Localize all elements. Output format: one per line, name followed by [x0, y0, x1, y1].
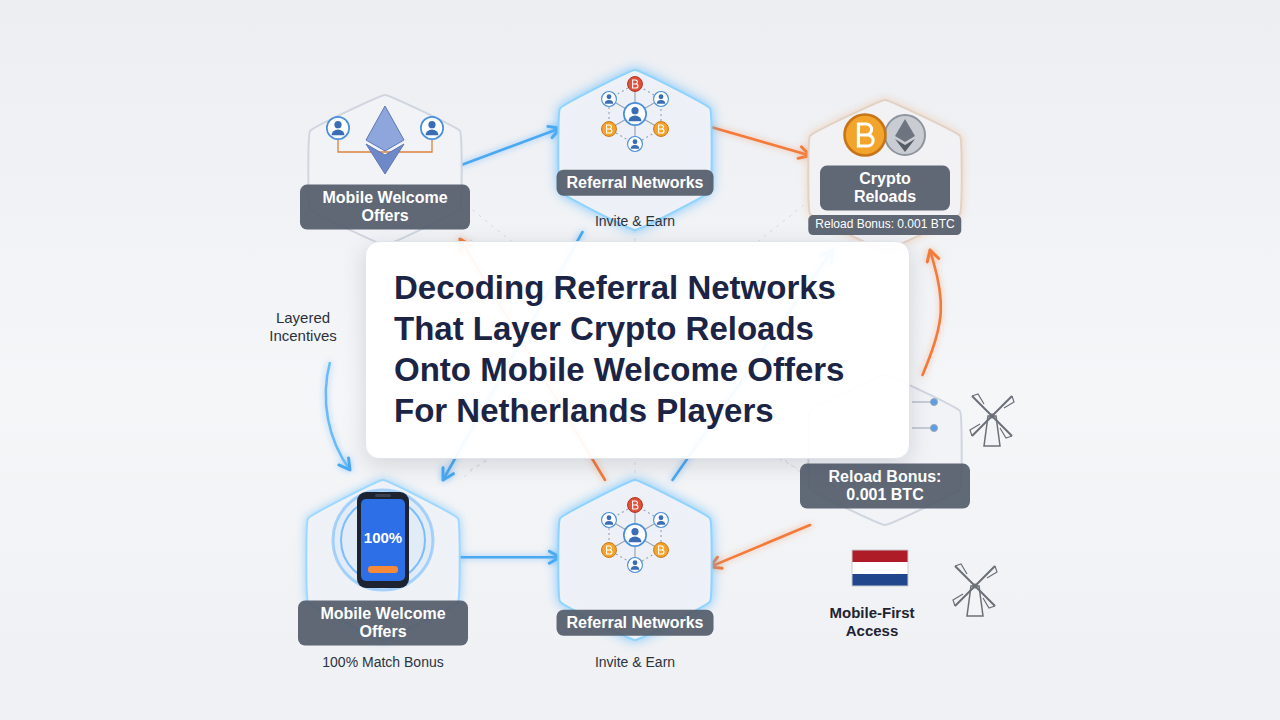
flow-arrow: [923, 250, 941, 375]
decor-use: [421, 117, 443, 139]
side-note: Layered Incentives: [248, 309, 358, 345]
node-heading: Crypto Reloads: [820, 166, 950, 211]
node-subtitle: 100% Match Bonus: [322, 654, 443, 670]
decor-polygon: [895, 119, 915, 142]
title-panel: Decoding Referral Networks That Layer Cr…: [365, 241, 910, 459]
node-heading: Reload Bonus: 0.001 BTC: [800, 464, 970, 509]
hexagon-node: Crypto ReloadsReload Bonus: 0.001 BTC: [810, 100, 960, 250]
leader-arrow: [326, 362, 350, 470]
windmill-icon: [953, 564, 997, 616]
decor-polygon: [366, 144, 404, 174]
decor-rect: [357, 492, 409, 588]
decor-polygon: [366, 106, 404, 151]
caption-note: Mobile-First Access: [812, 604, 932, 640]
screen-text: 100%: [364, 529, 402, 547]
hexagon-outline: [558, 70, 711, 230]
netherlands-flag: [852, 550, 908, 586]
decor-line: [912, 402, 932, 403]
node-heading: Mobile Welcome Offers: [298, 601, 468, 646]
network-icon: [602, 77, 669, 152]
coin-icons: [845, 115, 925, 156]
decor-circle: [931, 399, 938, 406]
network-icon: [602, 498, 669, 573]
decor-use: [845, 115, 886, 156]
node-subtitle: Invite & Earn: [595, 213, 675, 229]
decor-rect: [852, 574, 908, 586]
decor-rect: [852, 562, 908, 574]
node-heading: Referral Networks: [557, 170, 714, 196]
node-dots: [912, 399, 938, 432]
hexagon-outline: [808, 100, 961, 250]
decor-rect: [375, 494, 391, 497]
decor-line: [912, 428, 932, 429]
decor-circle: [885, 115, 925, 155]
decor-rect: [368, 566, 398, 573]
flow-arrow: [710, 525, 810, 567]
phone-icon: [333, 490, 433, 590]
flow-arrow: [460, 128, 560, 165]
decor-rect: [852, 550, 908, 562]
flow-arrow: [458, 556, 560, 559]
decor-circle: [341, 498, 425, 582]
decor-rect: [361, 499, 405, 581]
node-subtitle: Invite & Earn: [595, 654, 675, 670]
flow-arrow: [710, 127, 810, 156]
decor-rect: [852, 550, 908, 586]
diagram-title: Decoding Referral Networks That Layer Cr…: [394, 268, 883, 432]
decor-use: [327, 117, 349, 139]
ethereum-icon: [327, 106, 443, 174]
decor-polygon: [895, 139, 915, 152]
windmill-icon: [970, 394, 1014, 446]
node-heading: Mobile Welcome Offers: [300, 185, 470, 230]
decor-circle: [931, 425, 938, 432]
bonus-chip: Reload Bonus: 0.001 BTC: [808, 215, 961, 235]
node-heading: Referral Networks: [557, 610, 714, 636]
decor-circle: [333, 490, 433, 590]
